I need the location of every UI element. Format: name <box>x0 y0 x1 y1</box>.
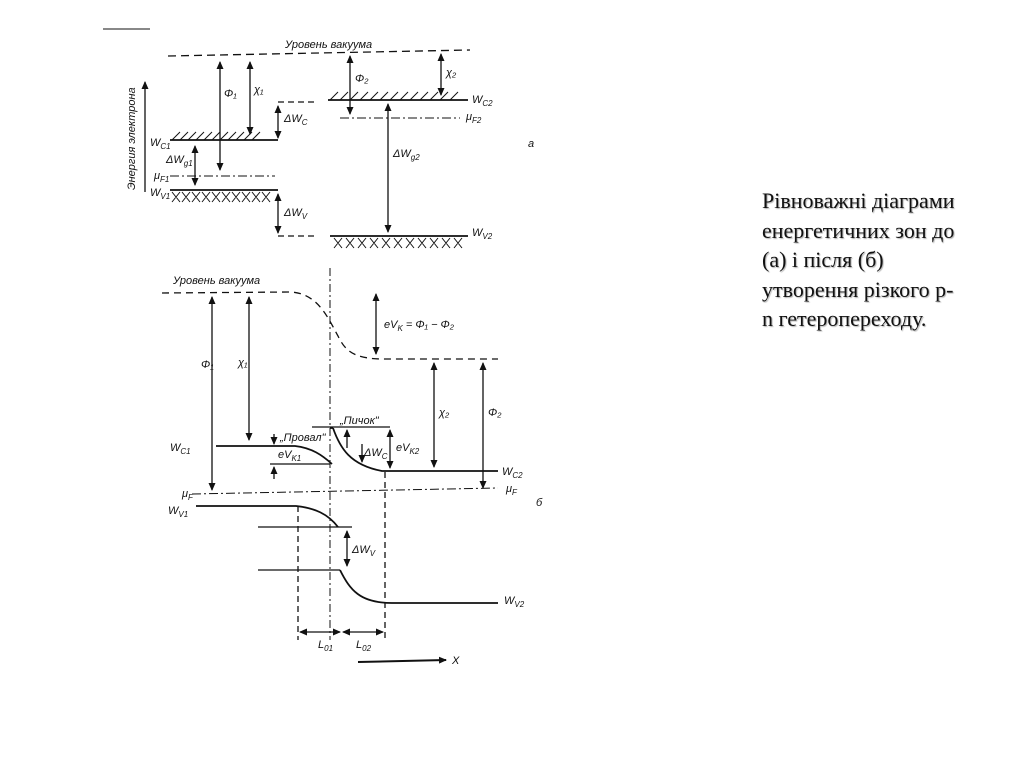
wc2-label-a: WC2 <box>472 94 493 108</box>
wv1-band-b <box>196 505 339 528</box>
wv2-crosses <box>333 237 463 249</box>
caption-line: n гетеропереходу. <box>762 306 927 331</box>
wv2-label-b: WV2 <box>504 595 525 609</box>
diagram-b <box>161 268 499 664</box>
wv1-label-a: WV1 <box>150 187 170 201</box>
vacuum-label-b: Уровень вакуума <box>172 275 260 287</box>
vacuum-label-a: Уровень вакуума <box>284 39 372 51</box>
wv1-crosses <box>171 191 271 203</box>
wc1-label-b: WC1 <box>170 442 191 456</box>
vacuum-level-a <box>167 49 471 57</box>
phi2-label-a: Φ₂ <box>355 73 369 85</box>
panel-label-a: а <box>528 138 534 150</box>
chi2-label-a: χ₂ <box>445 67 457 79</box>
slide-caption: Рівноважні діаграми енергетичних зон до … <box>762 186 998 334</box>
l02-label: L02 <box>356 639 372 653</box>
dwv-label-a: ΔWV <box>283 207 308 221</box>
caption-line: (а) і після (б) <box>762 247 884 272</box>
diagram-a <box>103 28 471 249</box>
energy-axis-label: Энергия электрона <box>126 87 138 190</box>
dwg2-label: ΔWg2 <box>392 148 420 162</box>
muf-level-b <box>191 487 499 495</box>
muf-right-label-b: μF <box>505 483 518 497</box>
muf1-label: μF1 <box>153 170 169 184</box>
wc2-hatch <box>329 91 459 101</box>
wc1-label-a: WC1 <box>150 137 171 151</box>
wv2-band-b <box>339 569 498 604</box>
caption-line: енергетичних зон до <box>762 217 955 243</box>
wc1-hatch <box>171 131 261 141</box>
caption-line: утворення різкого p- <box>762 276 954 302</box>
wv1-label-b: WV1 <box>168 505 188 519</box>
dwg1-label: ΔWg1 <box>165 154 193 168</box>
muf2-label: μF2 <box>465 111 482 125</box>
evk-label: eVK = Φ₁ − Φ₂ <box>384 319 455 333</box>
notch-label: „Провал" <box>279 432 327 444</box>
spike-label: „Пичок" <box>339 415 380 427</box>
diagram-b-labels: Уровень вакуума eVK = Φ₁ − Φ₂ Φ₁ χ₁ χ₂ Φ… <box>168 275 543 667</box>
evk2-label: eVK2 <box>396 442 420 456</box>
evk1-label: eVK1 <box>278 449 301 463</box>
wc2-label-b: WC2 <box>502 466 523 480</box>
phi1-label-a: Φ₁ <box>224 88 237 100</box>
x-axis-label: X <box>451 655 460 667</box>
chi2-label-b: χ₂ <box>438 407 450 419</box>
wc2-band-b <box>332 427 498 472</box>
wv2-label-a: WV2 <box>472 227 493 241</box>
panel-label-b: б <box>536 497 543 509</box>
chi1-label-a: χ₁ <box>253 84 264 96</box>
phi1-label-b: Φ₁ <box>201 359 214 371</box>
dwv-label-b: ΔWV <box>351 544 376 558</box>
caption-line: Рівноважні діаграми <box>762 188 955 213</box>
diagram-a-labels: Уровень вакуума Энергия электрона а Φ₁ χ… <box>126 39 534 241</box>
dwc-label-b: ΔWC <box>363 447 388 461</box>
chi1-label-b: χ₁ <box>237 357 248 369</box>
dwc-label-a: ΔWC <box>283 113 308 127</box>
phi2-label-b: Φ₂ <box>488 407 502 419</box>
wc1-band-b <box>216 445 333 465</box>
l01-label: L01 <box>318 639 333 653</box>
x-axis-arrow <box>357 656 447 664</box>
muf-label-b: μF <box>181 488 194 502</box>
vacuum-level-b <box>161 291 498 360</box>
